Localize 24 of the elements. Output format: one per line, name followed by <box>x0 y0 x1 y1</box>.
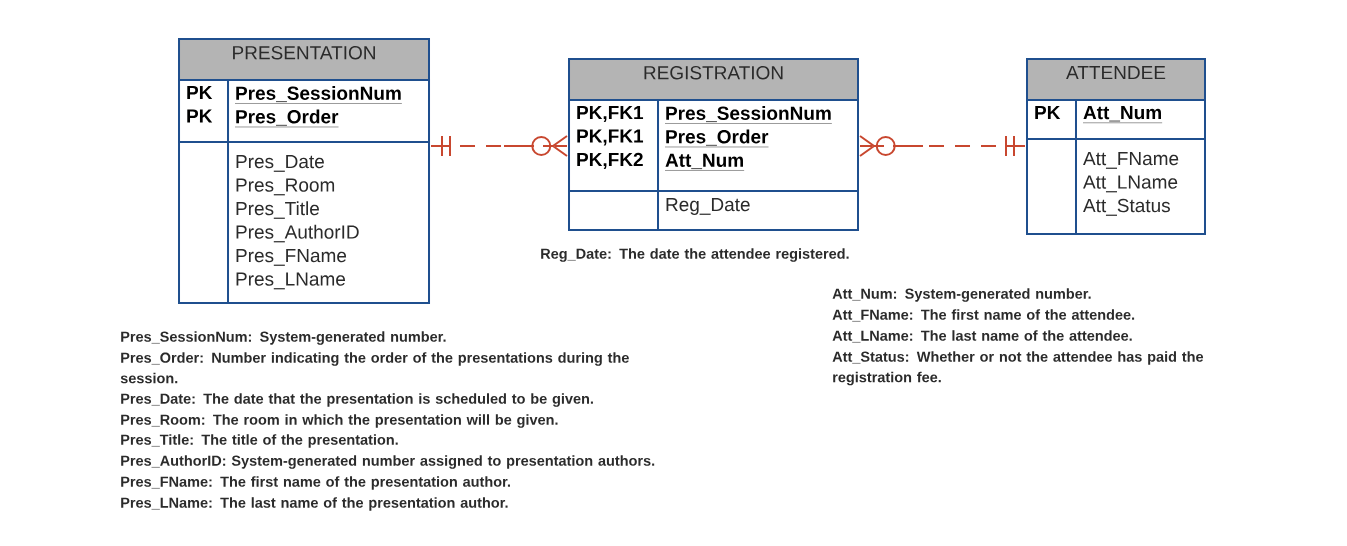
key-attribute-cell: Pres_SessionNum Pres_Order Att_Num <box>657 99 859 192</box>
note-text: Pres_Order: Number indicating the order of the presentations during the session. <box>120 352 629 384</box>
note-text: Pres_AuthorID: System-generated number assigned to presentation authors. <box>121 455 655 469</box>
attribute-cell: Reg_Date <box>657 190 859 231</box>
key-cell: PK,FK1 PK,FK1 PK,FK2 <box>568 99 659 192</box>
note-text: Pres_LName: The last name of the presentation author. <box>121 497 508 511</box>
note-text: Att_LName: The last name of the attendee. <box>832 330 1132 343</box>
note-text: Pres_Title: The title of the presentation. <box>121 434 398 448</box>
note-text: Att_Num: System-generated number. <box>832 288 1091 302</box>
relationship-line <box>430 135 568 157</box>
key-attribute-cell: Att_Num <box>1075 99 1206 140</box>
note-text: Reg_Date: The date the attendee registered. <box>541 248 849 262</box>
note-text: Pres_Room: The room in which the presentation will be given. <box>121 414 558 428</box>
key-attribute-cell: Pres_SessionNum Pres_Order <box>227 79 430 143</box>
relationship-line <box>859 135 1026 157</box>
note-text: Pres_FName: The first name of the presentation author. <box>121 476 510 490</box>
key-cell: PK PK <box>178 79 229 143</box>
note-text: Pres_SessionNum: System-generated number. <box>121 331 446 345</box>
note-text: Att_FName: The first name of the attendee. <box>832 309 1135 322</box>
attribute-cell: Att_FName Att_LName Att_Status <box>1075 138 1206 235</box>
key-cell: PK <box>1026 99 1077 140</box>
attribute-cell: Pres_Date Pres_Room Pres_Title Pres_AuthorID Pres_FName Pres_LName <box>227 141 430 304</box>
note-text: Pres_Date: The date that the presentation is scheduled to be given. <box>121 393 593 407</box>
note-text: Att_Status: Whether or not the attendee has paid the registration fee. <box>832 351 1204 386</box>
